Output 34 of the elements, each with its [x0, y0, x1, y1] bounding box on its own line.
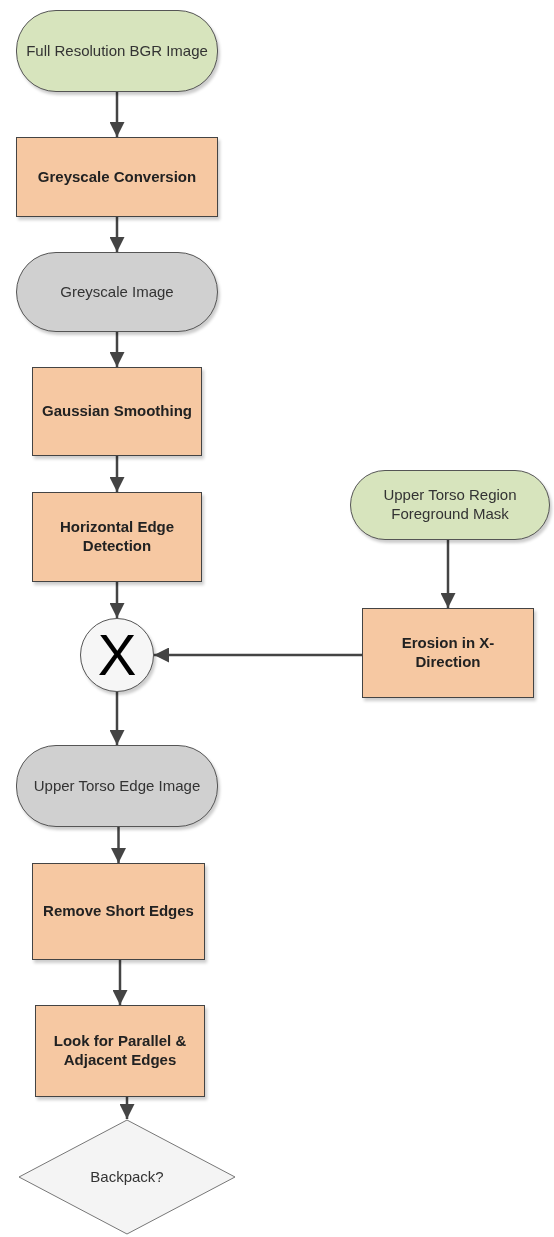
- node-label: Greyscale Conversion: [37, 167, 197, 187]
- arrow: [109, 217, 125, 252]
- arrow: [119, 1097, 135, 1119]
- arrow: [440, 540, 456, 608]
- node-label: Horizontal Edge Detection: [58, 518, 176, 556]
- arrow: [109, 456, 125, 492]
- input-terminal: [16, 10, 218, 92]
- data-terminal: [16, 252, 218, 332]
- arrow: [109, 92, 125, 137]
- arrow: [154, 647, 362, 663]
- process-box: [32, 492, 202, 582]
- arrow: [109, 582, 125, 618]
- node-label: Greyscale Image: [60, 282, 174, 302]
- process-box: [16, 137, 218, 217]
- process-box: [362, 608, 534, 698]
- node-label: Backpack?: [90, 1167, 164, 1187]
- arrow: [109, 692, 125, 745]
- input-terminal: [350, 470, 550, 540]
- node-label: Upper Torso Region Foreground Mask: [382, 486, 518, 524]
- process-box: [32, 367, 202, 456]
- node-label: Upper Torso Edge Image: [33, 776, 201, 796]
- arrow: [109, 332, 125, 367]
- node-label: Full Resolution BGR Image: [26, 41, 208, 61]
- node-label: X: [97, 620, 137, 689]
- node-label: Remove Short Edges: [43, 902, 194, 921]
- data-terminal: [16, 745, 218, 827]
- node-label: Erosion in X-Direction: [400, 634, 496, 672]
- process-box: [32, 863, 205, 960]
- arrow: [112, 960, 128, 1005]
- decision-diamond: [18, 1119, 236, 1235]
- arrow: [111, 827, 126, 863]
- node-label: Look for Parallel & Adjacent Edges: [52, 1032, 188, 1070]
- node-label: Gaussian Smoothing: [42, 402, 192, 421]
- process-box: [35, 1005, 205, 1097]
